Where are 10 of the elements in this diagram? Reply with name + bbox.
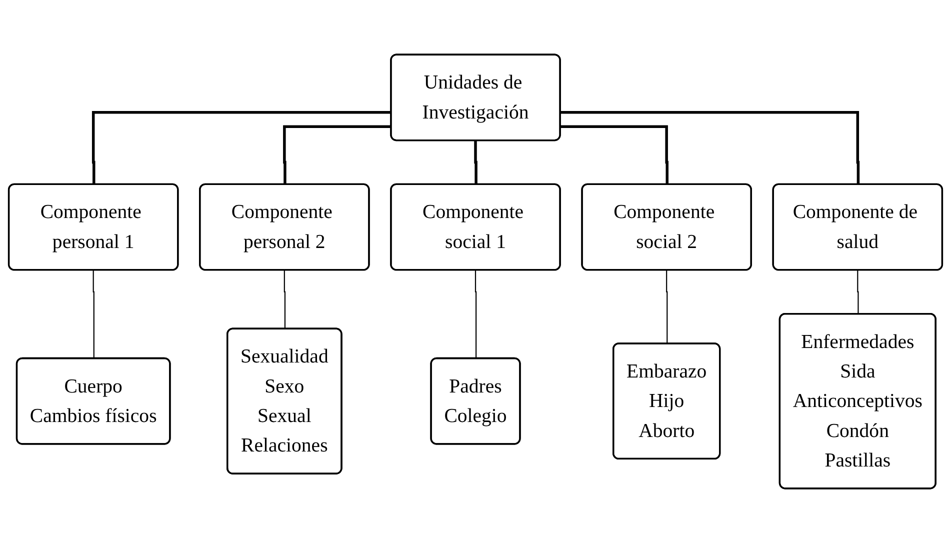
- connector: [857, 270, 859, 314]
- connector: [474, 139, 478, 185]
- connector: [92, 110, 392, 185]
- connector: [283, 125, 392, 185]
- connector: [666, 270, 668, 344]
- connector: [284, 270, 286, 330]
- connector: [474, 270, 477, 359]
- connector: [560, 125, 668, 185]
- connector: [560, 110, 860, 185]
- connector: [92, 270, 94, 359]
